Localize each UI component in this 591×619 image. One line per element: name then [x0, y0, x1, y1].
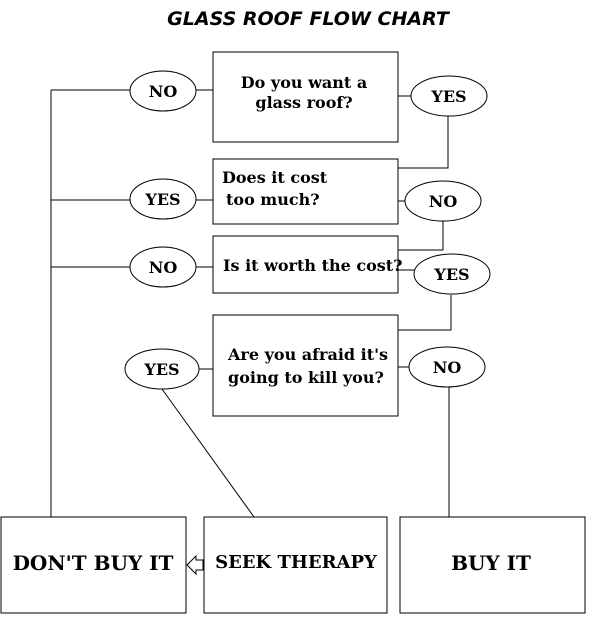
outcome-seek-therapy-label: SEEK THERAPY	[215, 552, 378, 573]
answer-q1-no-ellipse	[129, 70, 197, 112]
answer-q2-yes: YES	[129, 178, 197, 220]
answer-q2-no-label: NO	[429, 192, 458, 211]
outcome-seek-therapy: SEEK THERAPY	[203, 516, 388, 614]
question-4-line1: Are you afraid it's	[227, 345, 388, 364]
answer-q4-no-ellipse	[408, 346, 486, 388]
outcome-dont-buy-box	[0, 516, 187, 614]
no-to-q3-line	[398, 220, 444, 251]
question-1-line1: Do you want a	[241, 73, 367, 92]
question-1-box	[212, 51, 399, 143]
answer-q1-yes-ellipse	[410, 75, 488, 117]
question-2: Does it cost too much?	[212, 158, 399, 225]
answer-q3-no-label: NO	[149, 258, 178, 277]
answer-q3-yes-label: YES	[433, 265, 469, 284]
question-3: Is it worth the cost?	[212, 235, 403, 294]
hollow-arrow-icon	[186, 554, 204, 576]
answer-q2-yes-label: YES	[144, 190, 180, 209]
outcome-buy-box	[399, 516, 586, 614]
answer-q1-no-label: NO	[149, 82, 178, 101]
answer-q2-yes-ellipse	[129, 178, 197, 220]
chart-title: GLASS ROOF FLOW CHART	[167, 8, 451, 30]
answer-q2-no-ellipse	[404, 180, 482, 222]
outcome-buy: BUY IT	[399, 516, 586, 614]
answer-q1-yes: YES	[410, 75, 488, 117]
answer-q4-yes-ellipse	[124, 348, 200, 390]
answer-q4-yes: YES	[124, 348, 200, 390]
yes-to-q4-line	[398, 295, 452, 331]
question-3-line1: Is it worth the cost?	[223, 256, 403, 275]
question-3-box	[212, 235, 399, 294]
yes-to-q2-line	[398, 115, 449, 169]
connectors	[50, 89, 452, 518]
question-2-line1: Does it cost	[222, 168, 328, 187]
answer-q4-no: NO	[408, 346, 486, 388]
question-2-box	[212, 158, 399, 225]
answer-q1-yes-label: YES	[430, 87, 466, 106]
answer-q3-yes-ellipse	[413, 253, 491, 295]
answer-q3-yes: YES	[413, 253, 491, 295]
question-2-line2: too much?	[226, 190, 320, 209]
question-4-box	[212, 314, 399, 417]
outcome-dont-buy: DON'T BUY IT	[0, 516, 187, 614]
answer-q4-no-label: NO	[433, 358, 462, 377]
yes-to-therapy-line	[161, 388, 255, 518]
answer-q2-no: NO	[404, 180, 482, 222]
answer-q3-no: NO	[129, 246, 197, 288]
answer-q4-yes-label: YES	[143, 360, 179, 379]
outcome-buy-label: BUY IT	[451, 551, 531, 575]
question-4: Are you afraid it's going to kill you?	[212, 314, 399, 417]
answer-q1-no: NO	[129, 70, 197, 112]
outcome-seek-therapy-box	[203, 516, 388, 614]
answer-q3-no-ellipse	[129, 246, 197, 288]
question-4-line2: going to kill you?	[228, 368, 384, 387]
question-1: Do you want a glass roof?	[212, 51, 399, 143]
question-1-line2: glass roof?	[255, 93, 352, 112]
outcome-dont-buy-label: DON'T BUY IT	[13, 551, 174, 575]
